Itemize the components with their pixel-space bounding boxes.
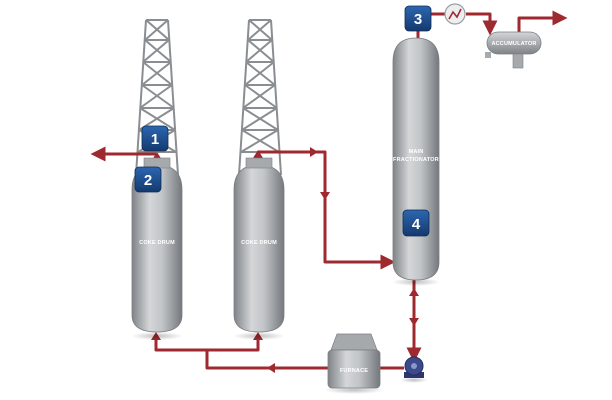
- marker-1-label: 1: [151, 131, 159, 148]
- furnace-label: FURNACE: [340, 368, 368, 374]
- derrick-right: [238, 19, 282, 176]
- pipe-right-overhead: [258, 150, 396, 270]
- coke-drum-left-label: COKE DRUM: [139, 240, 175, 246]
- pipe-furnace-to-drums: [205, 350, 328, 370]
- pump[interactable]: [400, 356, 428, 383]
- marker-3-label: 3: [414, 11, 422, 28]
- flow-arrow-bottoms-top: [409, 288, 419, 296]
- furnace[interactable]: FURNACE: [324, 333, 384, 394]
- marker-4[interactable]: 4: [402, 209, 430, 237]
- marker-3[interactable]: 3: [404, 5, 432, 32]
- marker-2-label: 2: [144, 172, 152, 189]
- pipe-condenser-to-accumulator: [466, 12, 498, 36]
- marker-4-label: 4: [412, 216, 421, 233]
- pipe-accumulator-vent: [517, 10, 568, 32]
- flow-arrow-furnace-left: [267, 363, 275, 373]
- main-fractionator[interactable]: MAIN FRACTIONATOR: [392, 37, 440, 286]
- derrick-left: [135, 19, 179, 176]
- main-fractionator-label-line1: MAIN: [409, 149, 424, 155]
- coke-drum-left[interactable]: COKE DRUM: [131, 157, 183, 340]
- main-fractionator-label-line2: FRACTIONATOR: [393, 157, 439, 163]
- pipe-header: [154, 336, 260, 352]
- flow-arrow-drum-top-right: [253, 150, 263, 158]
- condenser[interactable]: [444, 3, 466, 25]
- flow-arrow-down: [320, 192, 330, 200]
- flow-arrows: [151, 147, 419, 373]
- flow-arrow-overhead-right: [310, 147, 318, 157]
- marker-1[interactable]: 1: [141, 125, 169, 152]
- accumulator[interactable]: ACCUMULATOR: [485, 31, 542, 69]
- condenser-coil-icon: [448, 8, 462, 20]
- coke-drum-right[interactable]: COKE DRUM: [233, 157, 285, 340]
- accumulator-label: ACCUMULATOR: [491, 41, 536, 47]
- flow-arrow-bottoms-mid: [409, 318, 419, 326]
- marker-2[interactable]: 2: [134, 166, 162, 193]
- coke-drum-right-label: COKE DRUM: [241, 240, 277, 246]
